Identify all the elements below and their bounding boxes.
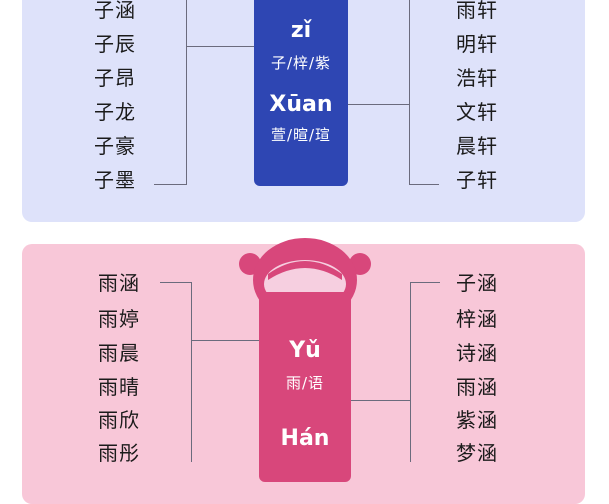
name-item: 雨婷 <box>98 307 140 331</box>
name-item: 梦涵 <box>456 441 498 465</box>
bracket-line <box>160 282 192 283</box>
pinyin-yu: Yǔ <box>289 338 321 363</box>
name-item: 子轩 <box>456 168 498 192</box>
bracket-line <box>191 282 192 462</box>
bracket-line <box>154 184 187 185</box>
bracket-line <box>186 0 187 185</box>
connector-line <box>191 340 259 341</box>
name-item: 雨彤 <box>98 441 140 465</box>
name-item: 子昂 <box>94 66 136 90</box>
connector-line <box>351 400 411 401</box>
chars-zi: 子/梓/紫 <box>270 54 332 72</box>
name-item: 雨涵 <box>98 271 140 295</box>
bracket-line <box>409 184 439 185</box>
name-item: 诗涵 <box>456 341 498 365</box>
bracket-line <box>410 282 440 283</box>
name-item: 浩轩 <box>456 66 498 90</box>
name-item: 雨晨 <box>98 341 140 365</box>
pinyin-zi: zǐ <box>290 18 312 43</box>
name-item: 晨轩 <box>456 134 498 158</box>
name-item: 子涵 <box>94 0 136 22</box>
pinyin-han: Hán <box>280 426 330 451</box>
name-item: 子涵 <box>456 271 498 295</box>
name-item: 雨涵 <box>456 375 498 399</box>
name-item: 梓涵 <box>456 307 498 331</box>
yu-han-pill: Yǔ 雨/语 Hán <box>259 292 351 482</box>
chars-yu: 雨/语 <box>285 374 325 392</box>
name-item: 子墨 <box>94 168 136 192</box>
zi-xuan-pill: zǐ 子/梓/紫 Xūan 萱/暄/瑄 <box>254 0 348 186</box>
name-item: 子辰 <box>94 32 136 56</box>
name-item: 紫涵 <box>456 408 498 432</box>
pinyin-xuan: Xūan <box>269 92 333 117</box>
name-item: 明轩 <box>456 32 498 56</box>
connector-line <box>348 104 410 105</box>
name-item: 文轩 <box>456 100 498 124</box>
name-item: 雨欣 <box>98 408 140 432</box>
name-item: 雨轩 <box>456 0 498 22</box>
connector-line <box>186 46 254 47</box>
chars-xuan: 萱/暄/瑄 <box>270 126 332 144</box>
name-item: 子龙 <box>94 100 136 124</box>
bracket-line <box>409 0 410 185</box>
name-item: 雨晴 <box>98 375 140 399</box>
name-item: 子豪 <box>94 134 136 158</box>
bracket-line <box>410 282 411 462</box>
